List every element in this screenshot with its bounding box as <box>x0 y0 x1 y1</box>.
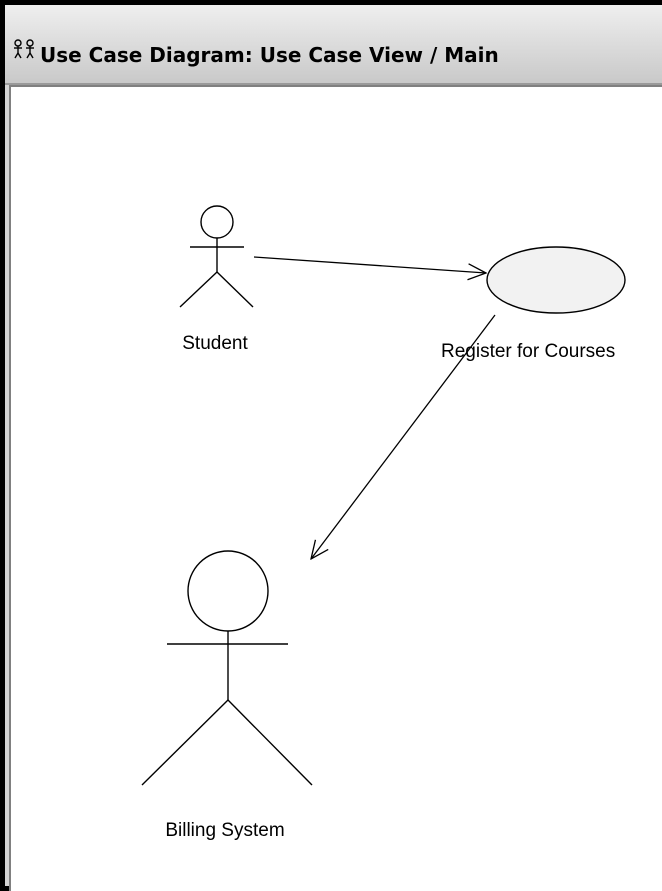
window-title-bar[interactable]: Use Case Diagram: Use Case View / Main <box>5 5 662 85</box>
association-register-billing[interactable] <box>311 314 496 559</box>
actor-billing-system-head <box>187 550 269 632</box>
use-case-register-for-courses-label: Register for Courses <box>441 341 615 362</box>
actor-billing-system[interactable]: Billing System <box>141 550 313 841</box>
use-case-ellipse <box>486 246 626 314</box>
use-case-diagram: Student Register for Courses Billing Sys… <box>141 205 626 841</box>
actor-student[interactable]: Student <box>179 205 254 354</box>
actor-student-label: Student <box>182 333 248 354</box>
actor-student-head <box>200 205 234 239</box>
use-case-diagram-icon <box>14 39 34 59</box>
window-title: Use Case Diagram: Use Case View / Main <box>40 43 499 67</box>
association-student-register[interactable] <box>253 256 486 273</box>
actor-billing-system-label: Billing System <box>165 820 284 841</box>
diagram-canvas[interactable]: Student Register for Courses Billing Sys… <box>9 85 662 891</box>
use-case-register-for-courses[interactable]: Register for Courses <box>441 246 626 362</box>
